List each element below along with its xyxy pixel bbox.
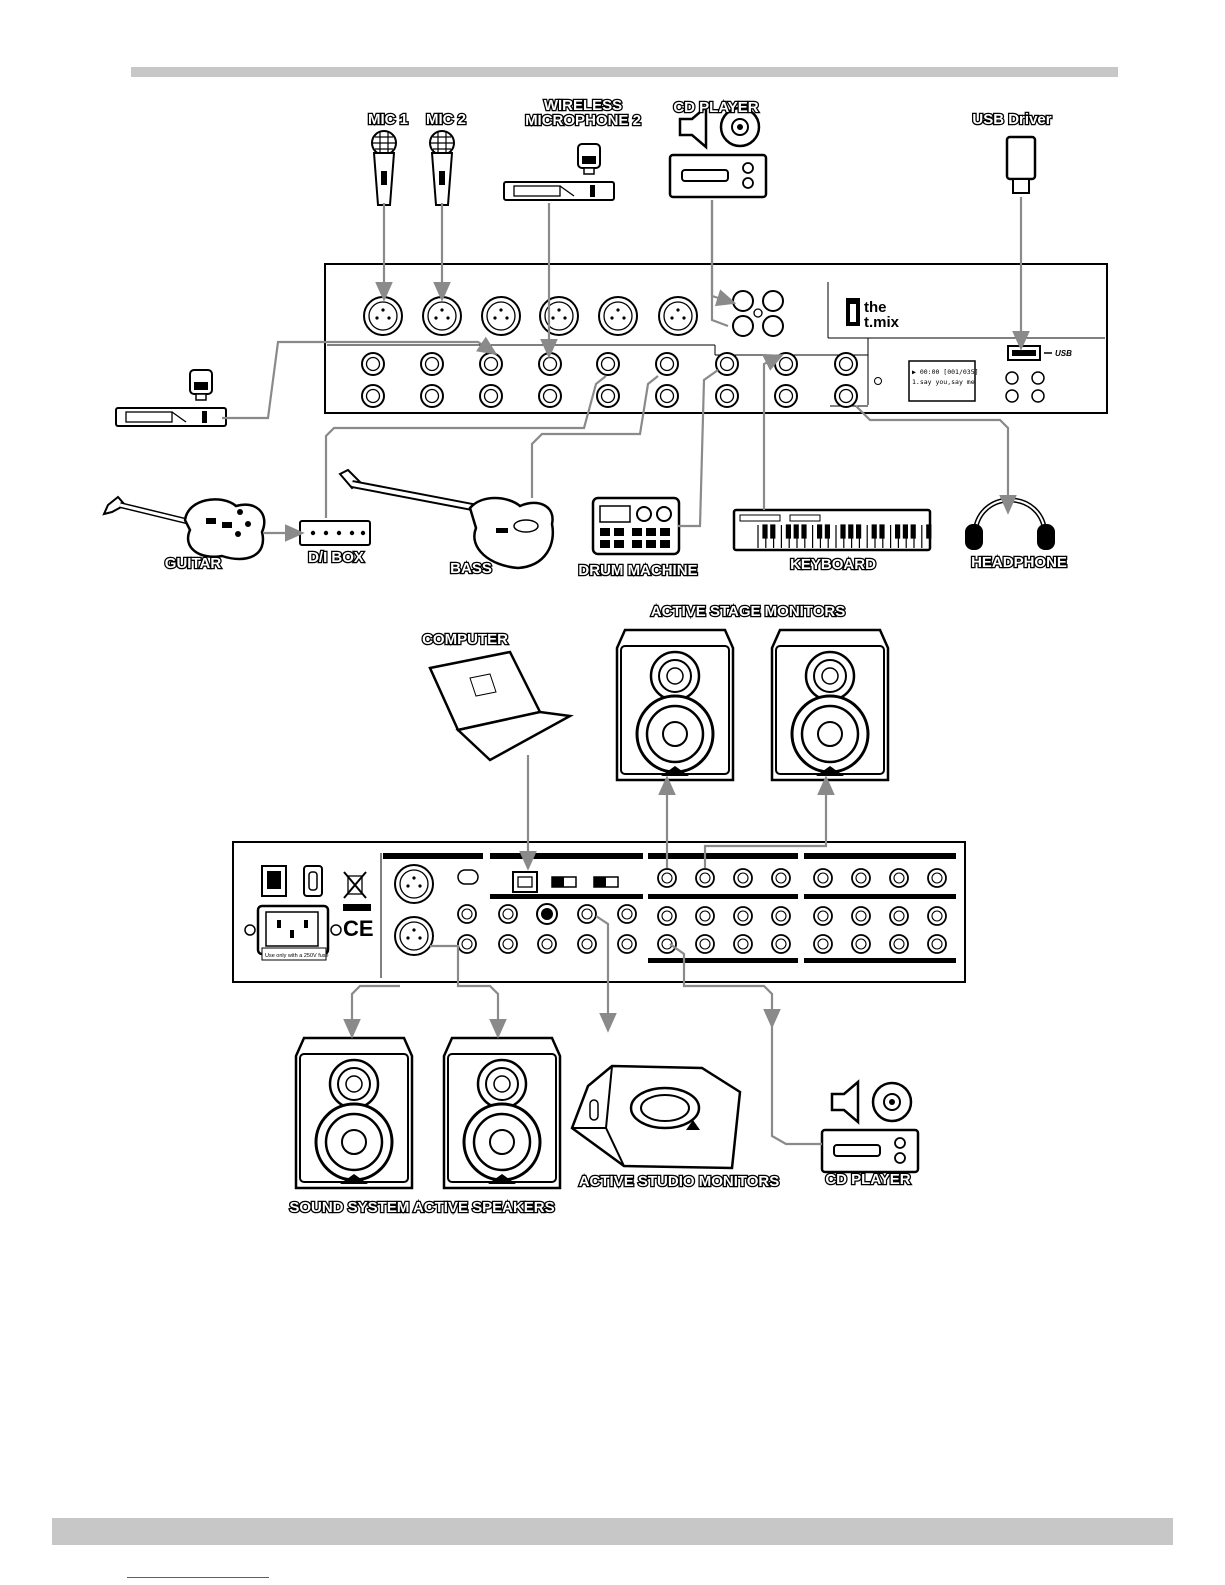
ce-mark: CE bbox=[343, 916, 374, 941]
label-headphone: HEADPHONE bbox=[971, 554, 1067, 571]
keyboard-black-key bbox=[794, 525, 798, 538]
fuse-note: Use only with a 250V fuse bbox=[265, 953, 329, 959]
bass-icon bbox=[340, 470, 553, 568]
keyboard-icon bbox=[734, 510, 931, 550]
cd-player-top-icon bbox=[670, 107, 766, 197]
label-guitar: GUITAR bbox=[165, 555, 222, 572]
keyboard-black-key bbox=[911, 525, 915, 538]
label-cd-player-top: CD PLAYER bbox=[673, 99, 758, 116]
mic1-icon bbox=[372, 131, 396, 205]
guitar-icon bbox=[104, 497, 264, 559]
label-active-studio-monitors: ACTIVE STUDIO MONITORS bbox=[579, 1173, 780, 1190]
keyboard-black-key bbox=[841, 525, 845, 538]
label-wireless-line2: MICROPHONE 2 bbox=[525, 112, 641, 129]
label-sound-system: SOUND SYSTEM ACTIVE SPEAKERS bbox=[289, 1199, 554, 1216]
studio-monitor-icon bbox=[572, 1066, 740, 1168]
keyboard-black-key bbox=[872, 525, 876, 538]
keyboard-black-key bbox=[825, 525, 829, 538]
usb-tag: USB bbox=[1055, 349, 1072, 358]
stage-monitor-right-icon bbox=[772, 630, 888, 780]
headphone-icon bbox=[965, 500, 1055, 550]
label-mic2: MIC 2 bbox=[426, 111, 466, 128]
drum-machine-icon bbox=[593, 498, 679, 554]
keyboard-black-key bbox=[771, 525, 775, 538]
display-line1: ▶ 00:00 [001/035] bbox=[912, 368, 979, 376]
mic2-icon bbox=[430, 131, 454, 205]
label-drum-machine: DRUM MACHINE bbox=[578, 562, 697, 579]
keyboard-black-key bbox=[763, 525, 767, 538]
keyboard-black-key bbox=[786, 525, 790, 538]
label-bass: BASS bbox=[450, 560, 492, 577]
pa-speaker-right-icon bbox=[444, 1038, 560, 1188]
cd-player-bottom-icon bbox=[822, 1082, 918, 1172]
wireless-receiver-icon bbox=[504, 144, 614, 200]
usb-drive-icon bbox=[1007, 137, 1035, 193]
stage-monitor-left-icon bbox=[617, 630, 733, 780]
di-box-icon bbox=[300, 521, 370, 545]
label-cd-player-bottom: CD PLAYER bbox=[825, 1171, 910, 1188]
label-active-stage-monitors: ACTIVE STAGE MONITORS bbox=[651, 603, 845, 620]
wireless-receiver-left-icon bbox=[116, 370, 226, 426]
label-usb-driver: USB Driver bbox=[972, 111, 1051, 128]
label-di-box: D/I BOX bbox=[308, 549, 364, 566]
label-keyboard: KEYBOARD bbox=[790, 556, 876, 573]
pa-speaker-left-icon bbox=[296, 1038, 412, 1188]
mixer-rear-panel: Use only with a 250V fuse CE bbox=[233, 842, 965, 982]
keyboard-black-key bbox=[849, 525, 853, 538]
keyboard-black-key bbox=[880, 525, 884, 538]
keyboard-black-key bbox=[802, 525, 806, 538]
label-mic1: MIC 1 bbox=[368, 111, 408, 128]
brand-line2: t.mix bbox=[864, 314, 900, 331]
computer-icon bbox=[430, 652, 570, 760]
keyboard-black-key bbox=[903, 525, 907, 538]
display-line2: 1.say you,say me bbox=[912, 378, 975, 386]
label-computer: COMPUTER bbox=[422, 631, 508, 648]
keyboard-black-key bbox=[927, 525, 931, 538]
